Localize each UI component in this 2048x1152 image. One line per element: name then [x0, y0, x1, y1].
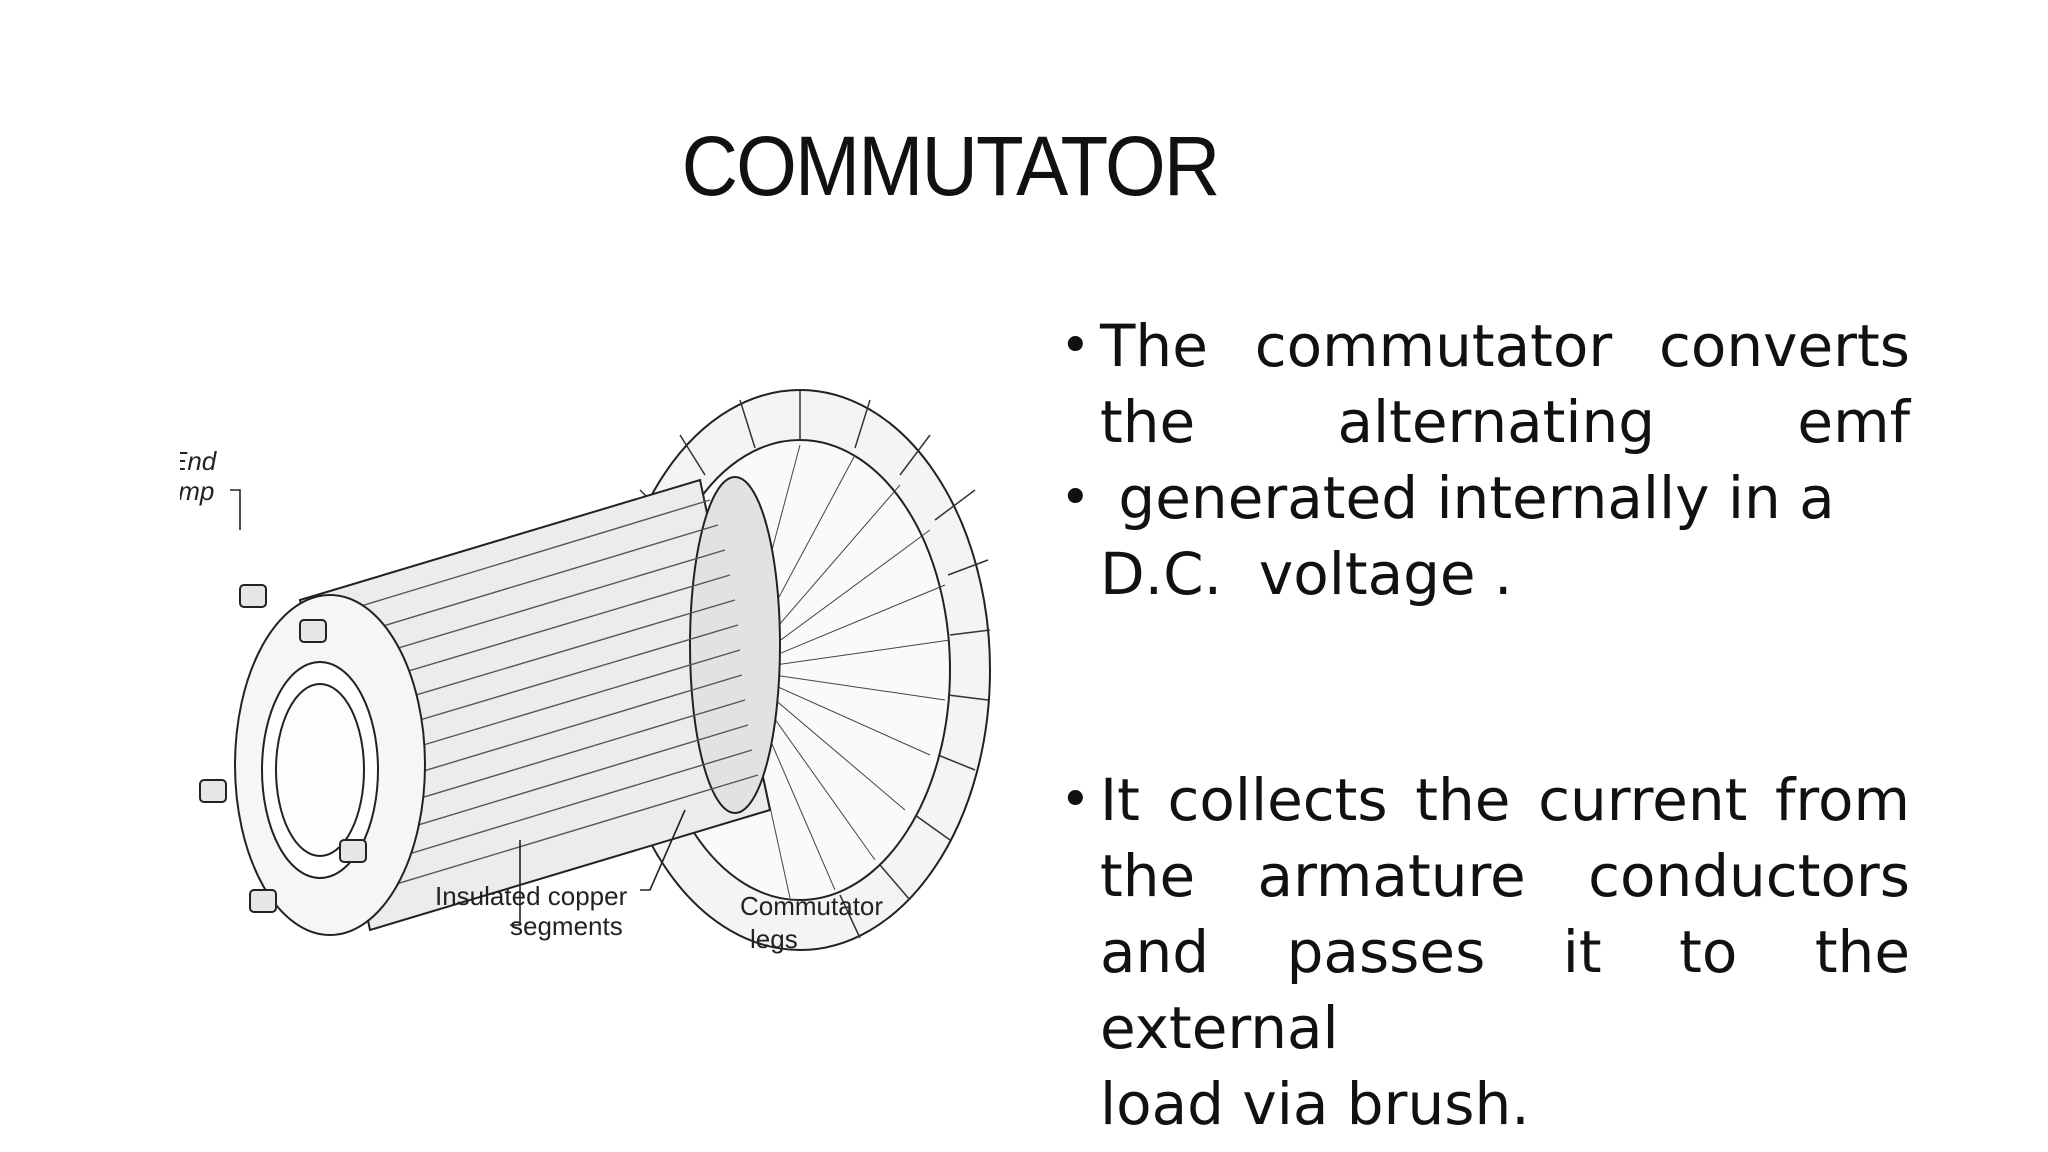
bullet-line: the alternating emf: [1100, 388, 1910, 456]
commutator-cylinder: [298, 476, 781, 932]
bullet-dot: •: [1060, 468, 1091, 528]
label-segments-1: Insulated copper: [435, 881, 628, 911]
bullet-item: • The commutator converts the alternatin…: [1060, 308, 1910, 460]
bullet-line: load via brush.: [1100, 1070, 1530, 1138]
label-legs-1: Commutator: [740, 891, 883, 921]
label-segments-2: segments: [510, 911, 623, 941]
bullet-item: • generated internally in a D.C. voltage…: [1060, 460, 1910, 612]
bullet-line: D.C. voltage .: [1100, 540, 1513, 608]
bullet-line: generated internally in a: [1100, 464, 1835, 532]
label-end-clamp-2: clamp: [180, 476, 214, 506]
label-end-clamp-1: End: [180, 446, 218, 476]
bullet-dot: •: [1060, 316, 1091, 376]
bullet-line: the armature conductors: [1100, 842, 1910, 910]
bullet-list: • The commutator converts the alternatin…: [1060, 308, 1910, 1142]
bullet-line: and passes it to the external: [1100, 918, 1910, 1062]
bullet-dot: •: [1060, 770, 1091, 830]
slide-title: COMMUTATOR: [681, 119, 1221, 213]
bullet-line: It collects the current from: [1100, 766, 1910, 834]
end-clamp: [199, 584, 426, 936]
commutator-diagram: End clamp Insulated copper segments Comm…: [180, 389, 991, 954]
label-legs-2: legs: [750, 924, 798, 954]
bullet-line: The commutator converts: [1100, 312, 1910, 380]
bullet-item: • It collects the current from the armat…: [1060, 762, 1910, 1142]
